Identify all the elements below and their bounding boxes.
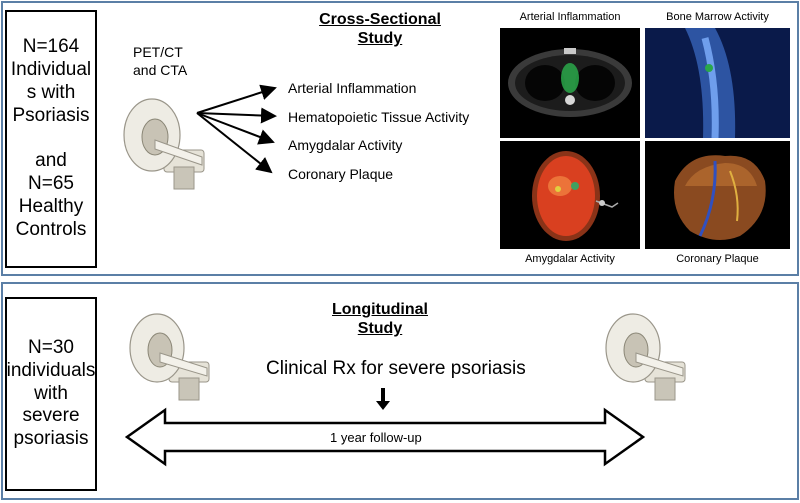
longitudinal-cohort-box: N=30 individuals with severe psoriasis	[5, 297, 97, 491]
outcome-coronary-plaque: Coronary Plaque	[288, 166, 394, 182]
followup-scanner-icon	[605, 313, 686, 401]
cross-sectional-cohort-box: N=164 Individual s with Psoriasis and N=…	[5, 10, 97, 268]
followup-double-arrow	[125, 407, 645, 467]
cross-sectional-cohort-text: N=164 Individual s with Psoriasis and N=…	[10, 36, 92, 240]
bone-marrow-scan-image	[645, 28, 790, 138]
caption-arterial-inflammation: Arterial Inflammation	[519, 11, 621, 23]
longitudinal-cohort-text: N=30 individuals with severe psoriasis	[6, 337, 96, 450]
amygdalar-activity-scan-image	[500, 141, 640, 249]
baseline-scanner-icon	[129, 313, 210, 401]
pet-ct-scanner-icon	[123, 98, 205, 190]
outcome-arterial-inflammation: Arterial Inflammation	[288, 80, 417, 96]
caption-bone-marrow-activity: Bone Marrow Activity	[666, 11, 769, 23]
followup-label: 1 year follow-up	[330, 430, 422, 445]
modality-label: PET/CT and CTA	[133, 44, 188, 78]
treatment-down-arrow	[376, 388, 390, 410]
outcome-arrows	[196, 84, 277, 174]
cross-sectional-title: Cross-Sectional Study	[319, 11, 441, 48]
caption-amygdalar-activity: Amygdalar Activity	[525, 253, 615, 265]
caption-coronary-plaque: Coronary Plaque	[676, 253, 759, 265]
coronary-plaque-scan-image	[645, 141, 790, 249]
treatment-label: Clinical Rx for severe psoriasis	[266, 358, 526, 379]
longitudinal-title: Longitudinal Study	[332, 301, 428, 338]
outcome-hematopoietic-activity: Hematopoietic Tissue Activity	[288, 109, 470, 125]
arterial-inflammation-scan-image	[500, 28, 640, 138]
outcome-amygdalar-activity: Amygdalar Activity	[288, 137, 403, 153]
